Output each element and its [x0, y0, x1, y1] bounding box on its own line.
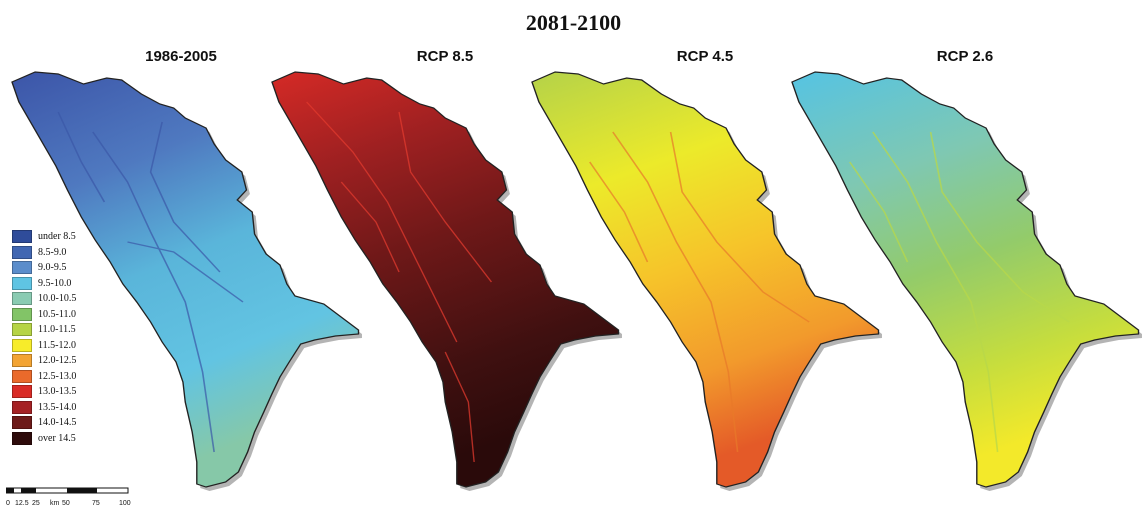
scale-ticks: 0 12.5 25 50 75 100 km [6, 500, 131, 512]
figure-title: 2081-2100 [525, 10, 622, 35]
scale-tick: 50 [62, 500, 70, 507]
legend-label: 13.5-14.0 [38, 401, 77, 413]
legend-label: under 8.5 [38, 231, 76, 243]
legend-item: 11.0-11.5 [12, 322, 76, 338]
legend-item: under 8.5 [12, 229, 76, 245]
scale-unit: km [50, 500, 60, 507]
scale-tick: 100 [119, 500, 131, 507]
legend-swatch [12, 338, 32, 352]
legend-item: 8.5-9.0 [12, 245, 76, 261]
scale-tick: 12.5 [15, 500, 29, 507]
map-panel-rcp45 [531, 71, 882, 491]
panel-title-rcp26: RCP 2.6 [936, 48, 994, 65]
legend-swatch [12, 385, 32, 399]
legend-item: 12.5-13.0 [12, 369, 76, 385]
legend-swatch [12, 292, 32, 306]
legend-swatch [12, 261, 32, 275]
legend-item: 10.0-10.5 [12, 291, 76, 307]
legend-item: 12.0-12.5 [12, 353, 76, 369]
legend-item: 14.0-14.5 [12, 415, 76, 431]
legend: under 8.5 8.5-9.0 9.0-9.5 9.5-10.0 10.0-… [12, 229, 76, 446]
legend-item: 13.0-13.5 [12, 384, 76, 400]
legend-label: 12.0-12.5 [38, 355, 77, 367]
map-panel-baseline [11, 71, 362, 491]
scale-bar-graphic [5, 487, 129, 494]
legend-label: 14.0-14.5 [38, 417, 77, 429]
panel-title-rcp45: RCP 4.5 [676, 48, 734, 65]
legend-item: 9.0-9.5 [12, 260, 76, 276]
map-panel-rcp26 [791, 71, 1142, 491]
legend-label: over 14.5 [38, 432, 76, 444]
scale-tick: 25 [32, 500, 40, 507]
scale-tick: 0 [6, 500, 10, 507]
legend-item: 10.5-11.0 [12, 307, 76, 323]
legend-swatch [12, 230, 32, 244]
legend-swatch [12, 416, 32, 430]
scale-bar: 0 12.5 25 50 75 100 km [5, 482, 131, 512]
legend-swatch [12, 354, 32, 368]
legend-item: 11.5-12.0 [12, 338, 76, 354]
map-panel-rcp85 [271, 71, 622, 491]
legend-item: over 14.5 [12, 431, 76, 447]
legend-swatch [12, 245, 32, 259]
legend-label: 9.5-10.0 [38, 277, 72, 289]
legend-swatch [12, 276, 32, 290]
panel-title-rcp85: RCP 8.5 [416, 48, 474, 65]
legend-swatch [12, 431, 32, 445]
legend-item: 9.5-10.0 [12, 276, 76, 292]
legend-label: 10.0-10.5 [38, 293, 77, 305]
legend-item: 13.5-14.0 [12, 400, 76, 416]
legend-label: 8.5-9.0 [38, 246, 67, 258]
legend-label: 13.0-13.5 [38, 386, 77, 398]
legend-label: 12.5-13.0 [38, 370, 77, 382]
legend-swatch [12, 323, 32, 337]
legend-label: 11.0-11.5 [38, 324, 76, 336]
panel-title-baseline: 1986-2005 [145, 48, 217, 65]
scale-tick: 75 [92, 500, 100, 507]
legend-label: 9.0-9.5 [38, 262, 67, 274]
legend-swatch [12, 369, 32, 383]
legend-label: 10.5-11.0 [38, 308, 76, 320]
legend-swatch [12, 400, 32, 414]
legend-swatch [12, 307, 32, 321]
legend-label: 11.5-12.0 [38, 339, 76, 351]
